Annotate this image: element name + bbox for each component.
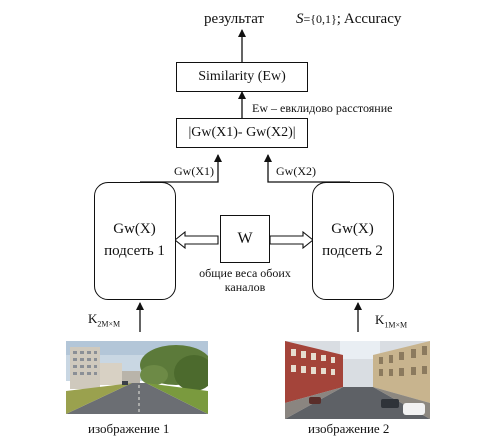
- left-input-k-sub: 2M×M: [97, 319, 121, 329]
- image-2-caption: изображение 2: [308, 421, 390, 436]
- formula-set: ={0,1}: [303, 12, 337, 26]
- result-label: результат: [204, 11, 265, 27]
- similarity-label: Similarity (Ew): [198, 69, 286, 84]
- double-arrow-right: [269, 230, 314, 250]
- euclidean-note: Ew – евклидово расстояние: [252, 101, 393, 115]
- weights-caption-line1: общие веса обоих: [199, 266, 291, 280]
- difference-box: |Gw(X1)- Gw(X2)|: [176, 118, 308, 148]
- weights-caption-line2: каналов: [224, 280, 266, 294]
- formula-metric: ; Accuracy: [336, 11, 402, 27]
- weights-box: W: [220, 215, 270, 263]
- street-image-2: [285, 341, 430, 419]
- left-input-k: K: [88, 311, 98, 326]
- right-subnet-name: подсеть 2: [322, 243, 383, 259]
- right-output-label: Gw(X2): [276, 164, 316, 178]
- left-subnet-box: Gw(X) подсеть 1: [94, 182, 176, 300]
- similarity-box: Similarity (Ew): [176, 62, 308, 92]
- difference-label: |Gw(X1)- Gw(X2)|: [188, 125, 296, 140]
- right-subnet-func: Gw(X): [331, 221, 374, 237]
- weights-label: W: [237, 230, 253, 247]
- left-subnet-name: подсеть 1: [104, 243, 165, 259]
- street-image-1: [66, 341, 208, 414]
- right-input-k: K: [375, 312, 385, 327]
- formula: S={0,1}; Accuracy: [296, 11, 401, 28]
- double-arrow-left: [174, 230, 219, 250]
- left-output-label: Gw(X1): [174, 164, 214, 178]
- right-subnet-box: Gw(X) подсеть 2: [312, 182, 394, 300]
- right-input-label: K1M×M: [375, 312, 407, 330]
- right-input-k-sub: 1M×M: [384, 320, 408, 330]
- left-subnet-func: Gw(X): [113, 221, 156, 237]
- image-1-caption: изображение 1: [88, 421, 170, 436]
- formula-symbol: S: [296, 11, 304, 27]
- left-input-label: K2M×M: [88, 311, 120, 329]
